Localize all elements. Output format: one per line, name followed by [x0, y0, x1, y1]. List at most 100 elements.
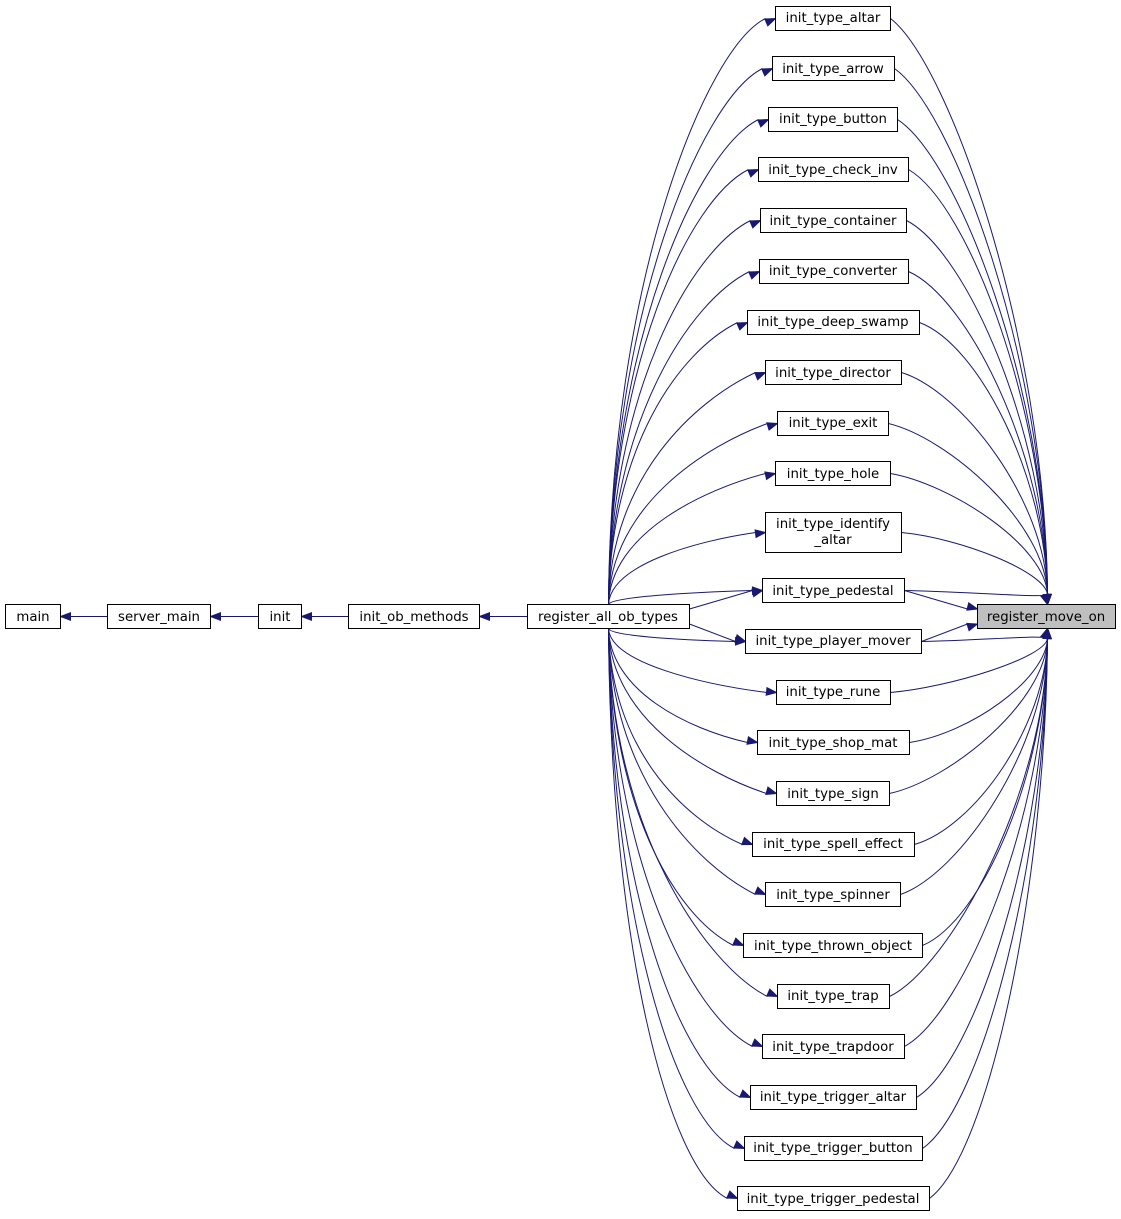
edge-init-type-pedestal-to-register-move-on	[904, 590, 1048, 597]
node-label-init-type-trapdoor: init_type_trapdoor	[772, 1040, 894, 1055]
edge-init-type-rune-to-register-move-on	[890, 638, 1048, 693]
node-label-init-type-altar: init_type_altar	[786, 11, 881, 26]
node-label-init-type-hole: init_type_hole	[787, 467, 879, 482]
node-label-init-ob-methods: init_ob_methods	[359, 610, 468, 625]
node-init-type-container[interactable]: init_type_container	[760, 208, 907, 233]
edge-init-type-converter-to-register-move-on	[908, 271, 1048, 595]
edge-init-type-rune-to-register-all-ob-types-arrow	[765, 686, 778, 696]
edge-init-type-spinner-to-register-all-ob-types	[608, 628, 756, 895]
edge-init-type-trigger-pedestal-to-register-all-ob-types-arrow	[726, 1190, 739, 1200]
edge-init-type-button-to-register-move-on	[897, 119, 1048, 595]
edge-init-type-check-inv-to-register-move-on	[908, 169, 1048, 595]
node-label-init-type-identify-altar-line1: init_type_identify	[776, 517, 890, 532]
edge-init-type-sign-to-register-all-ob-types	[608, 628, 767, 794]
edge-init-type-trigger-pedestal-to-register-move-on	[929, 638, 1048, 1199]
node-label-init-type-trigger-altar: init_type_trigger_altar	[760, 1090, 907, 1105]
edge-init-type-hole-to-register-all-ob-types	[608, 473, 766, 605]
node-init-type-spinner[interactable]: init_type_spinner	[765, 882, 901, 907]
node-init-type-trap[interactable]: init_type_trap	[777, 984, 890, 1009]
node-register-all-ob-types[interactable]: register_all_ob_types	[527, 604, 690, 629]
edge-init-type-rune-to-register-all-ob-types	[608, 628, 767, 693]
edge-init-to-server-main-arrow	[209, 611, 221, 622]
edge-init-type-trap-to-register-move-on	[889, 638, 1048, 997]
node-server-main[interactable]: server_main	[107, 604, 211, 629]
edge-init-type-pedestal-to-register-all-ob-types	[608, 590, 753, 605]
node-init-type-rune[interactable]: init_type_rune	[776, 680, 891, 705]
edge-init-type-player-mover-direct-to-register-move-on	[921, 623, 968, 642]
edge-init-type-arrow-to-register-move-on	[894, 68, 1048, 595]
node-label-init-type-deep-swamp: init_type_deep_swamp	[757, 315, 908, 330]
edge-init-type-pedestal-direct-to-register-move-on-arrow	[966, 602, 979, 611]
node-init-type-arrow[interactable]: init_type_arrow	[772, 56, 895, 81]
node-label-init-type-container: init_type_container	[769, 214, 897, 229]
edge-register-all-ob-types-direct-init-type-pedestal-arrow	[751, 588, 764, 598]
node-label-init-type-button: init_type_button	[779, 112, 887, 127]
edge-init-type-container-to-register-move-on	[906, 220, 1048, 595]
edge-register-all-ob-types-direct-init-type-player-mover	[689, 623, 736, 642]
edge-init-type-button-to-register-all-ob-types-arrow	[757, 118, 770, 128]
node-init-type-converter[interactable]: init_type_converter	[759, 259, 909, 284]
edge-init-type-trigger-button-to-register-all-ob-types-arrow	[733, 1140, 746, 1150]
node-register-move-on[interactable]: register_move_on	[977, 604, 1116, 629]
node-main[interactable]: main	[5, 604, 61, 629]
node-label-init-type-director: init_type_director	[775, 366, 891, 381]
node-init-type-trigger-pedestal[interactable]: init_type_trigger_pedestal	[737, 1186, 930, 1211]
node-label-init-type-spinner: init_type_spinner	[776, 888, 890, 903]
edge-init-type-trigger-pedestal-to-register-move-on-arrow	[1042, 627, 1052, 640]
node-init-type-trigger-button[interactable]: init_type_trigger_button	[744, 1136, 923, 1161]
node-init-type-trapdoor[interactable]: init_type_trapdoor	[762, 1034, 905, 1059]
graph-edges	[59, 17, 1052, 1200]
node-init-type-trigger-altar[interactable]: init_type_trigger_altar	[750, 1085, 917, 1110]
edge-init-type-trapdoor-to-register-all-ob-types-arrow	[751, 1038, 764, 1048]
node-label-init-type-pedestal: init_type_pedestal	[772, 584, 893, 599]
node-init-type-spell-effect[interactable]: init_type_spell_effect	[752, 832, 915, 857]
node-init-type-thrown-object[interactable]: init_type_thrown_object	[743, 933, 923, 958]
edge-init-type-spinner-to-register-all-ob-types-arrow	[754, 886, 767, 896]
edge-init-type-player-mover-to-register-move-on	[921, 636, 1048, 642]
node-label-init-type-trigger-button: init_type_trigger_button	[753, 1141, 912, 1156]
node-init-type-sign[interactable]: init_type_sign	[776, 781, 890, 806]
node-init-ob-methods[interactable]: init_ob_methods	[348, 604, 480, 629]
node-init-type-hole[interactable]: init_type_hole	[775, 461, 891, 486]
node-init-type-altar[interactable]: init_type_altar	[775, 6, 891, 31]
edge-init-type-director-to-register-move-on	[901, 372, 1048, 595]
edge-init-type-button-to-register-all-ob-types	[608, 119, 759, 605]
node-label-init-type-spell-effect: init_type_spell_effect	[763, 837, 903, 852]
node-label-init-type-converter: init_type_converter	[769, 264, 898, 279]
node-label-register-move-on: register_move_on	[987, 610, 1105, 625]
edge-init-type-deep-swamp-to-register-move-on	[919, 322, 1048, 595]
edge-init-type-trap-to-register-all-ob-types-arrow	[766, 988, 779, 998]
edge-init-type-sign-to-register-move-on	[889, 638, 1048, 794]
edge-register-all-ob-types-to-init-ob-methods-arrow	[478, 611, 490, 622]
edge-init-type-altar-to-register-move-on	[890, 18, 1048, 595]
node-init[interactable]: init	[258, 604, 302, 629]
node-init-type-identify-altar[interactable]: init_type_identify _altar	[765, 512, 902, 553]
node-label-init-type-player-mover: init_type_player_mover	[755, 634, 911, 649]
edge-init-type-thrown-object-to-register-all-ob-types	[608, 628, 734, 946]
edge-init-type-container-to-register-all-ob-types-arrow	[749, 219, 762, 229]
edge-init-type-trigger-button-to-register-all-ob-types	[608, 628, 735, 1149]
node-init-type-exit[interactable]: init_type_exit	[777, 411, 889, 436]
graph-nodes: main server_main init init_ob_methods re…	[5, 6, 1116, 1211]
node-label-init-type-shop-mat: init_type_shop_mat	[769, 736, 898, 751]
edge-init-type-altar-to-register-all-ob-types-arrow	[764, 17, 777, 27]
edge-init-type-identify-altar-to-register-all-ob-types	[608, 532, 756, 605]
edge-init-type-trigger-altar-to-register-move-on	[916, 638, 1048, 1098]
node-label-init-type-rune: init_type_rune	[786, 685, 881, 700]
edge-init-type-spell-effect-to-register-move-on	[914, 638, 1048, 845]
node-init-type-player-mover[interactable]: init_type_player_mover	[745, 629, 922, 654]
edge-init-type-check-inv-to-register-all-ob-types	[608, 169, 749, 605]
edge-init-type-thrown-object-to-register-all-ob-types-arrow	[732, 937, 745, 947]
edge-init-type-identify-altar-to-register-all-ob-types-arrow	[754, 529, 767, 539]
edge-init-type-director-to-register-all-ob-types	[608, 372, 756, 605]
node-init-type-director[interactable]: init_type_director	[765, 360, 902, 385]
edge-init-type-sign-to-register-all-ob-types-arrow	[765, 786, 778, 795]
node-init-type-check-inv[interactable]: init_type_check_inv	[758, 157, 909, 182]
edge-init-type-arrow-to-register-all-ob-types-arrow	[761, 67, 774, 77]
node-init-type-button[interactable]: init_type_button	[768, 107, 898, 132]
node-init-type-deep-swamp[interactable]: init_type_deep_swamp	[747, 310, 920, 335]
node-init-type-pedestal[interactable]: init_type_pedestal	[762, 578, 905, 603]
edge-init-ob-methods-to-init-arrow	[300, 611, 312, 622]
node-init-type-shop-mat[interactable]: init_type_shop_mat	[757, 730, 910, 755]
edge-init-type-spinner-to-register-move-on	[900, 638, 1048, 895]
